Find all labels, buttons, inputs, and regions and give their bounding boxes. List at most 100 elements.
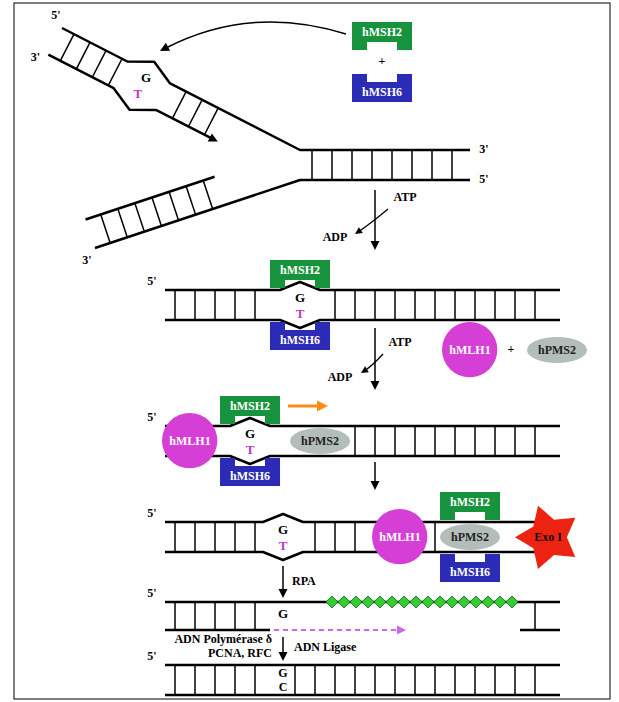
enzyme-label: ADN Polymérase δ — [174, 633, 272, 647]
base-pair-rung — [391, 150, 393, 180]
label-holder: C — [279, 681, 288, 693]
label-holder: G — [278, 607, 288, 620]
base-pair-rung — [254, 290, 256, 320]
protein-box: hMSH6 — [352, 74, 412, 102]
protein-circle: hMLH1 — [162, 413, 217, 468]
base-pair-rung — [172, 92, 186, 119]
base-pair-rung — [354, 665, 356, 695]
figure-frame — [14, 3, 610, 699]
protein-ellipse: hPMS2 — [527, 337, 587, 363]
label-holder: G — [278, 667, 287, 679]
base-pair-rung — [431, 150, 433, 180]
strand-end-label: 5' — [147, 275, 156, 289]
label-holder: 3' — [82, 254, 91, 268]
base-pair-rung — [354, 290, 356, 320]
base-pair-rung — [534, 290, 536, 320]
base-pair-rung — [534, 665, 536, 695]
strand-end-label: 5' — [147, 650, 156, 664]
protein-name: hPMS2 — [301, 434, 339, 448]
base-pair-rung — [331, 150, 333, 180]
base-pair-rung — [354, 522, 356, 552]
shape-fill — [352, 22, 412, 50]
base-pair-rung — [194, 522, 196, 552]
label-holder: T — [279, 539, 288, 552]
protein-name: hMLH1 — [169, 434, 210, 448]
strand-end-label: 3' — [82, 254, 91, 268]
base-pair-rung — [234, 602, 236, 630]
base-pair-rung — [254, 602, 256, 630]
base-pair-rung — [374, 665, 376, 695]
base-pair-rung — [474, 665, 476, 695]
step-arrow-head — [371, 481, 380, 490]
step-arrow — [374, 328, 376, 384]
base-pair-rung — [494, 665, 496, 695]
protein-box: hMSH2 — [220, 396, 280, 424]
base-pair-rung — [534, 602, 536, 630]
plus-sign: + — [508, 343, 515, 357]
shape-fill — [352, 74, 412, 102]
label-holder: T — [133, 87, 142, 100]
protein-ellipse: hPMS2 — [290, 428, 350, 454]
label-holder: T — [296, 307, 305, 320]
base-letter: T — [279, 539, 288, 552]
label-holder: 5' — [479, 173, 488, 187]
base-letter: G — [278, 607, 288, 620]
step-arrow — [282, 566, 284, 592]
base-pair-rung — [394, 665, 396, 695]
protein-box: hMSH6 — [270, 322, 330, 350]
dna-strand — [165, 514, 560, 522]
dna-strand — [165, 282, 560, 290]
base-pair-rung — [234, 665, 236, 695]
label-holder: ADN Ligase — [294, 641, 356, 655]
cofactor-label: ADP — [323, 231, 348, 245]
enzyme-label: ADN Ligase — [294, 641, 356, 655]
base-pair-rung — [374, 290, 376, 320]
binding-arrow-head — [160, 43, 170, 51]
base-pair-rung — [174, 290, 176, 320]
base-pair-rung — [60, 34, 74, 61]
label-holder: ADP — [328, 371, 353, 385]
protein-box: hMSH2 — [270, 260, 330, 288]
base-pair-rung — [186, 186, 195, 214]
base-pair-rung — [354, 426, 356, 456]
rpa-diamond — [482, 596, 494, 608]
strand-end-label: 5' — [51, 9, 60, 23]
label-holder: 3' — [479, 143, 488, 157]
protein-box: hMSH6 — [440, 554, 500, 582]
base-pair-rung — [214, 665, 216, 695]
base-pair-rung — [374, 426, 376, 456]
protein-name: hMSH6 — [450, 565, 490, 579]
protein-name: hMSH2 — [362, 25, 402, 39]
protein-name: hMLH1 — [379, 530, 420, 544]
base-pair-rung — [194, 665, 196, 695]
base-pair-rung — [194, 602, 196, 630]
shape-fill — [440, 492, 500, 520]
strand-end-label: 5' — [147, 411, 156, 425]
label-holder: G — [245, 427, 255, 440]
dna-strand — [165, 552, 560, 560]
base-letter: T — [246, 443, 255, 456]
base-pair-rung — [414, 426, 416, 456]
binding-arrow — [165, 22, 346, 49]
base-pair-rung — [294, 665, 296, 695]
base-letter: T — [133, 87, 142, 100]
hydrolysis-arrow-head — [361, 366, 369, 373]
base-letter: T — [296, 307, 305, 320]
shape-fill — [442, 322, 497, 377]
protein-box: hMSH2 — [440, 492, 500, 520]
base-pair-rung — [454, 665, 456, 695]
shape-fill — [527, 337, 587, 363]
shape-fill — [162, 413, 217, 468]
protein-name: hMSH2 — [450, 495, 490, 509]
label-holder: G — [278, 523, 288, 536]
rpa-diamond — [362, 596, 374, 608]
label-holder: ADN Polymérase δ — [174, 633, 272, 647]
protein-name: hMSH6 — [230, 469, 270, 483]
rpa-diamond — [506, 596, 518, 608]
label-holder: 5' — [147, 587, 156, 601]
shape-fill — [270, 260, 330, 288]
base-letter: C — [279, 681, 288, 693]
shape-fill — [372, 509, 427, 564]
